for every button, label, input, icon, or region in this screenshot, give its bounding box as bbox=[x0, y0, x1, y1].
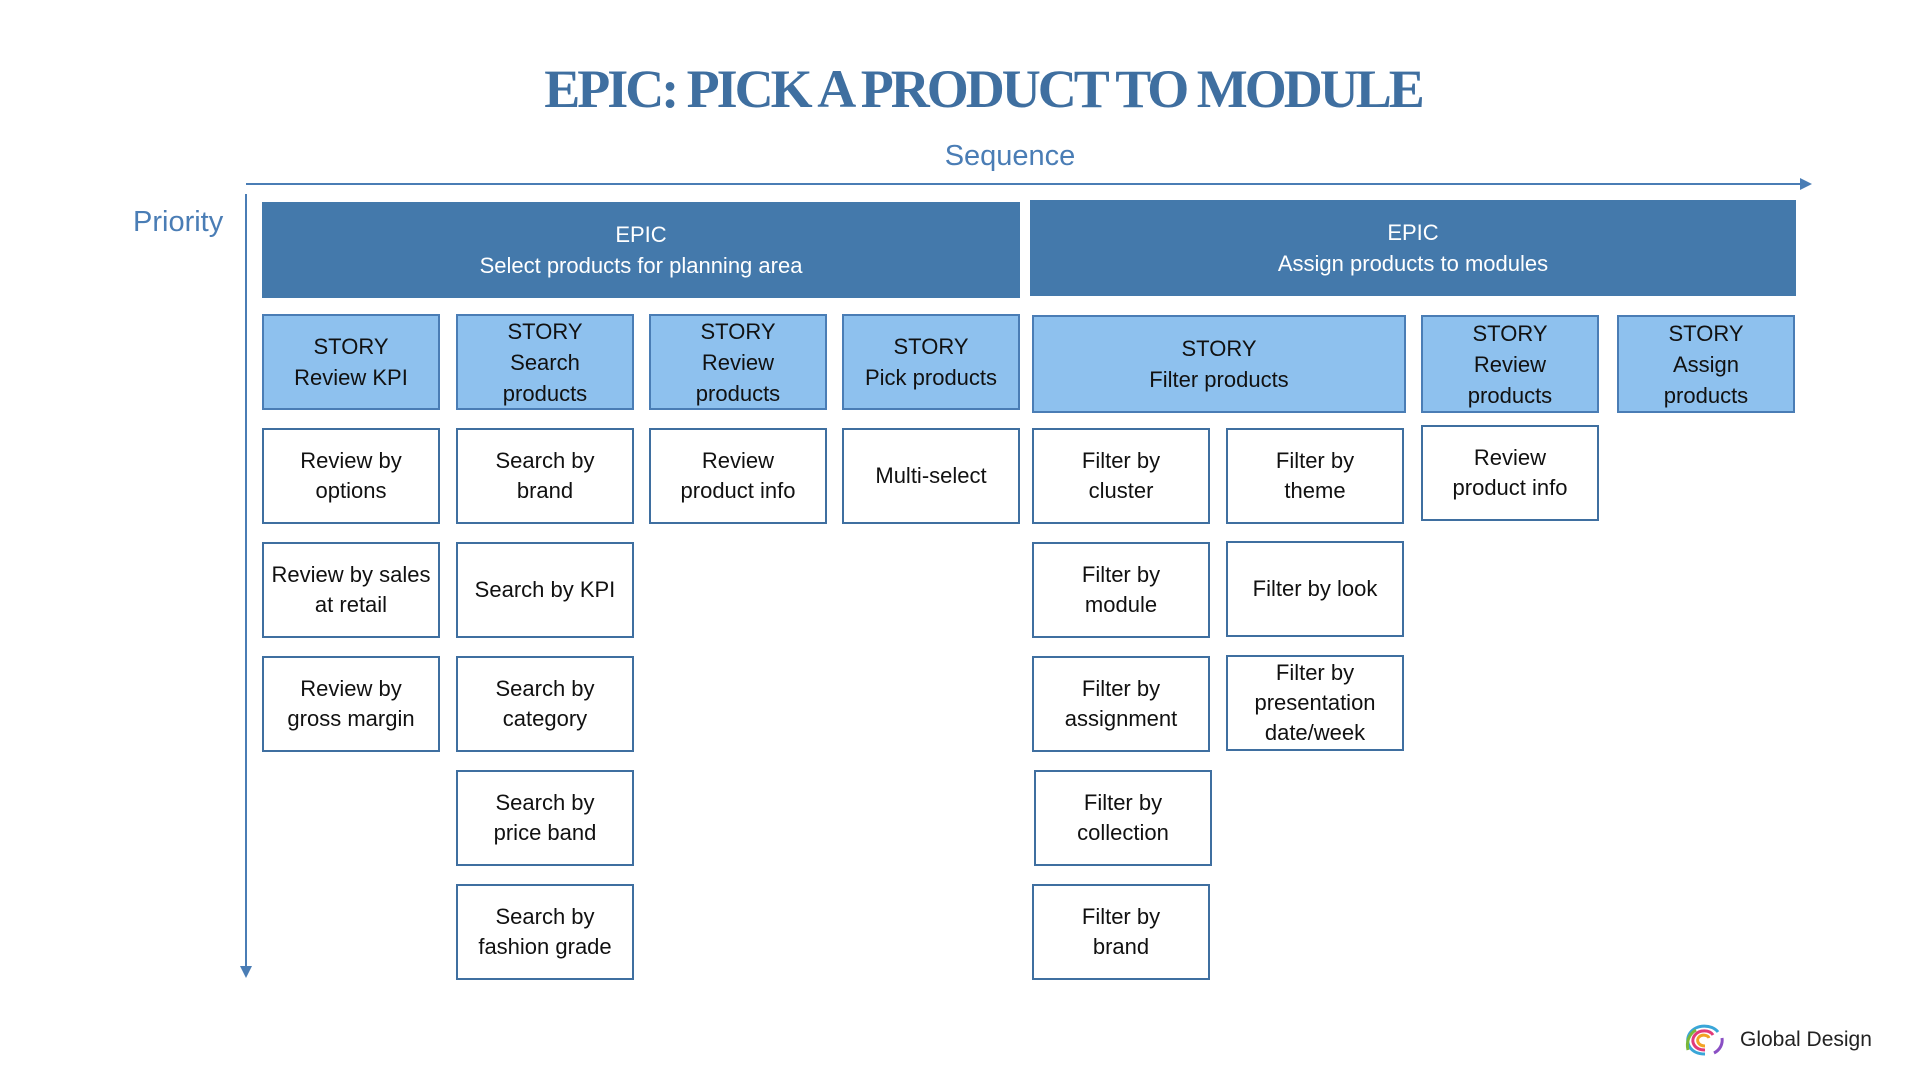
epic-text: Select products for planning area bbox=[479, 253, 803, 278]
task-card: Review by gross margin bbox=[262, 656, 440, 752]
story-text: Pick products bbox=[864, 365, 998, 390]
story-label: STORY bbox=[1181, 336, 1257, 361]
epic-text: Assign products to modules bbox=[1277, 251, 1549, 276]
story-label: STORY bbox=[313, 334, 389, 359]
story-review-kpi: STORY Review KPI bbox=[262, 314, 440, 410]
priority-axis-label: Priority bbox=[133, 206, 224, 238]
task-card: Search by price band bbox=[456, 770, 634, 866]
story-label: STORY bbox=[1472, 320, 1548, 346]
task-card: Filter by brand bbox=[1032, 884, 1210, 980]
story-label: STORY bbox=[893, 334, 969, 359]
task-card: Filter by cluster bbox=[1032, 428, 1210, 524]
story-review-products-2: STORY Review products bbox=[1421, 315, 1599, 413]
epic-select-products: EPIC Select products for planning area bbox=[262, 202, 1020, 298]
story-label: STORY bbox=[700, 318, 776, 344]
epic-assign-products: EPIC Assign products to modules bbox=[1030, 200, 1796, 296]
task-card: Filter by theme bbox=[1226, 428, 1404, 524]
swirl-logo-icon bbox=[1685, 1024, 1724, 1056]
story-text: Search products bbox=[502, 349, 588, 406]
task-card: Filter by collection bbox=[1034, 770, 1212, 866]
priority-arrow-icon bbox=[240, 966, 252, 978]
sequence-axis-line bbox=[246, 183, 1802, 185]
sequence-arrow-icon bbox=[1800, 178, 1812, 190]
task-card: Search by KPI bbox=[456, 542, 634, 638]
story-label: STORY bbox=[507, 318, 583, 344]
task-card: Filter by assignment bbox=[1032, 656, 1210, 752]
company-logo: Global Design bbox=[1680, 1020, 1872, 1060]
story-label: STORY bbox=[1668, 320, 1744, 346]
task-card: Review by sales at retail bbox=[262, 542, 440, 638]
task-card: Review product info bbox=[649, 428, 827, 524]
story-pick-products: STORY Pick products bbox=[842, 314, 1020, 410]
priority-axis-line bbox=[245, 194, 247, 968]
task-card: Review product info bbox=[1421, 425, 1599, 521]
story-search-products: STORY Search products bbox=[456, 314, 634, 410]
sequence-axis-label: Sequence bbox=[944, 140, 1076, 172]
task-card: Filter by module bbox=[1032, 542, 1210, 638]
story-text: Review products bbox=[695, 349, 781, 406]
epic-label: EPIC bbox=[615, 222, 667, 247]
task-card: Filter by look bbox=[1226, 541, 1404, 637]
task-card: Search by fashion grade bbox=[456, 884, 634, 980]
story-text: Review products bbox=[1467, 351, 1553, 408]
story-assign-products: STORY Assign products bbox=[1617, 315, 1795, 413]
epic-label: EPIC bbox=[1387, 220, 1439, 245]
story-text: Review KPI bbox=[294, 365, 408, 390]
task-card: Multi-select bbox=[842, 428, 1020, 524]
task-card: Search by category bbox=[456, 656, 634, 752]
task-card: Filter by presentation date/week bbox=[1226, 655, 1404, 751]
story-review-products: STORY Review products bbox=[649, 314, 827, 410]
story-text: Assign products bbox=[1663, 351, 1749, 408]
page-title: EPIC: PICK A PRODUCT TO MODULE bbox=[544, 59, 1425, 119]
logo-text: Global Design bbox=[1740, 1028, 1872, 1051]
task-card: Review by options bbox=[262, 428, 440, 524]
story-filter-products: STORY Filter products bbox=[1032, 315, 1406, 413]
task-card: Search by brand bbox=[456, 428, 634, 524]
story-text: Filter products bbox=[1149, 367, 1289, 392]
